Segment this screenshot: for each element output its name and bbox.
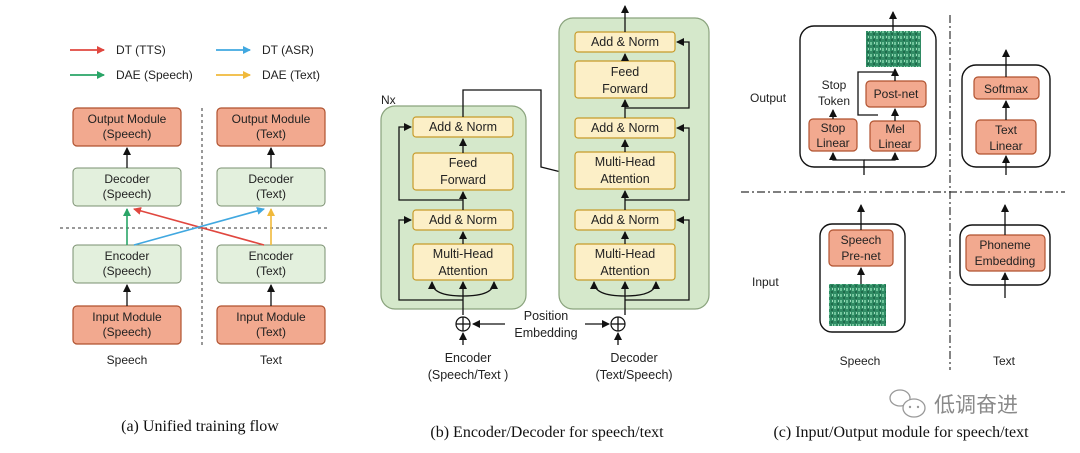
enc-ff-label-2: Forward [440, 173, 486, 187]
phoneme-embedding-label-1: Phoneme [979, 238, 1031, 252]
decoder-io-label-2: (Text/Speech) [595, 368, 672, 382]
dec-add-norm-mid-label: Add & Norm [591, 121, 659, 135]
position-label-1: Position [524, 309, 569, 323]
dec-mha-label-1: Multi-Head [595, 247, 655, 261]
text-input-label-2: (Text) [256, 325, 286, 339]
enc-to-dec-cross-arrow [462, 89, 574, 178]
text-input-label-1: Input Module [236, 310, 306, 324]
speech-output-module [72, 107, 182, 147]
enc-mha-label-2: Attention [438, 264, 487, 278]
postnet-residual [857, 71, 893, 116]
output-spectrogram-icon [866, 31, 921, 67]
text-linear-label-2: Linear [989, 139, 1022, 153]
dec-ff-label-1: Feed [611, 65, 640, 79]
speech-input-label-1: Input Module [92, 310, 162, 324]
dt-asr-arrow [133, 207, 265, 246]
speech-output-label-1: Output Module [88, 112, 167, 126]
stop-token-label-2: Token [818, 94, 850, 108]
enc-residual-1 [398, 216, 463, 301]
text-output-label-1: Output Module [232, 112, 311, 126]
panel-a-training-flow: DT (TTS) DT (ASR) DAE (Speech) DAE (Text… [60, 43, 330, 435]
input-spectrogram-icon [829, 284, 886, 326]
enc-residual-2 [398, 123, 463, 201]
stop-token-label-1: Stop [822, 78, 847, 92]
panel-a-caption: (a) Unified training flow [121, 418, 279, 435]
stop-linear-label-1: Stop [821, 121, 846, 135]
legend-dae-speech-label: DAE (Speech) [116, 68, 193, 82]
nx-label: Nx [381, 93, 396, 107]
panel-c-io-modules: Output Input Stop Token Stop Linear Post… [741, 11, 1065, 441]
speech-input-label-2: (Speech) [103, 325, 152, 339]
text-linear-label-1: Text [995, 123, 1018, 137]
speech-decoder-label-2: (Speech) [103, 187, 152, 201]
encoder-io-label-2: (Speech/Text ) [428, 368, 509, 382]
enc-add-norm-top-label: Add & Norm [429, 120, 497, 134]
phoneme-embedding-label-2: Embedding [975, 254, 1036, 268]
legend-dae-text-label: DAE (Text) [262, 68, 320, 82]
panel-b-caption: (b) Encoder/Decoder for speech/text [430, 424, 664, 441]
panel-c-caption: (c) Input/Output module for speech/text [773, 424, 1029, 441]
dec-cross-mha-label-1: Multi-Head [595, 155, 655, 169]
text-output-module [216, 107, 326, 147]
dec-residual-1 [625, 216, 690, 301]
decoder-io-label-1: Decoder [610, 351, 657, 365]
text-column-label: Text [260, 353, 283, 367]
text-decoder-label-1: Decoder [248, 172, 293, 186]
dec-ff-label-2: Forward [602, 82, 648, 96]
output-row-label: Output [750, 91, 787, 105]
enc-qkv-right [462, 281, 498, 297]
wechat-watermark-icon [889, 389, 926, 418]
dec-cross-mha-label-2: Attention [600, 172, 649, 186]
text-encoder-label-2: (Text) [256, 264, 286, 278]
text-output-label-2: (Text) [256, 127, 286, 141]
speech-encoder-label-2: (Speech) [103, 264, 152, 278]
text-col-label: Text [993, 354, 1016, 368]
post-net-label: Post-net [874, 87, 919, 101]
speech-prenet-label-2: Pre-net [841, 249, 881, 263]
mel-linear-label-1: Mel [885, 122, 904, 136]
watermark-text: 低调奋进 [934, 393, 1018, 417]
enc-qkv-left [428, 281, 464, 297]
softmax-label: Softmax [984, 82, 1028, 96]
speech-output-label-2: (Speech) [103, 127, 152, 141]
enc-add-norm-bottom-label: Add & Norm [429, 213, 497, 227]
dec-qkv-right [624, 281, 660, 297]
speech-column-label: Speech [107, 353, 148, 367]
speech-decoder-label-1: Decoder [104, 172, 149, 186]
text-decoder-label-2: (Text) [256, 187, 286, 201]
encoder-io-label-1: Encoder [445, 351, 492, 365]
dec-residual-2 [625, 124, 690, 201]
speech-col-label: Speech [840, 354, 881, 368]
legend-tts-label: DT (TTS) [116, 43, 166, 57]
enc-mha-label-1: Multi-Head [433, 247, 493, 261]
mel-linear-label-2: Linear [878, 137, 911, 151]
mel-linear-in-arrow [864, 152, 899, 161]
dec-mha-label-2: Attention [600, 264, 649, 278]
speech-prenet-label-1: Speech [841, 233, 882, 247]
input-row-label: Input [752, 275, 779, 289]
legend-asr-label: DT (ASR) [262, 43, 314, 57]
position-label-2: Embedding [514, 326, 577, 340]
dec-add-norm-bottom-label: Add & Norm [591, 213, 659, 227]
panel-b-encoder-decoder: Nx Add & Norm Feed Forward Add & Norm Mu… [380, 5, 710, 441]
stop-linear-label-2: Linear [816, 136, 849, 150]
speech-encoder-label-1: Encoder [105, 249, 150, 263]
dec-add-norm-top-label: Add & Norm [591, 35, 659, 49]
text-encoder-label-1: Encoder [249, 249, 294, 263]
post-net [865, 80, 927, 108]
enc-ff-label-1: Feed [449, 156, 478, 170]
dec-residual-3 [625, 38, 690, 109]
stop-linear-in-arrow [829, 152, 865, 175]
dec-qkv-left [590, 281, 626, 297]
